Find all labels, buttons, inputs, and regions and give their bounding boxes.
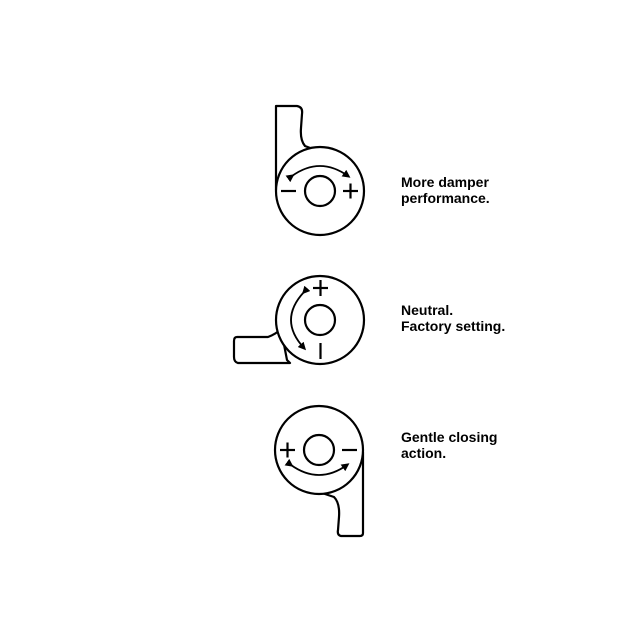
setting-label-line: action. bbox=[401, 445, 447, 461]
setting-label-line: performance. bbox=[401, 190, 490, 206]
damper-icon-gentle-closing bbox=[273, 404, 365, 538]
rotation-arrow-arc bbox=[285, 165, 351, 183]
setting-label-line: Factory setting. bbox=[401, 318, 506, 334]
damper-icon-neutral bbox=[232, 274, 366, 366]
rotation-arrow-arc bbox=[284, 458, 350, 476]
setting-label-neutral: Neutral. Factory setting. bbox=[401, 302, 505, 334]
setting-label-line: More damper bbox=[401, 174, 489, 190]
damper-hub bbox=[302, 433, 336, 467]
damper-hub bbox=[303, 303, 337, 337]
rotation-arrow-arc bbox=[290, 285, 311, 351]
setting-label-line: Neutral. bbox=[401, 302, 454, 318]
setting-label-more-damper: More damper performance. bbox=[401, 174, 490, 206]
damper-arm bbox=[232, 327, 292, 365]
damper-icon-more-performance bbox=[274, 104, 366, 237]
damper-hub bbox=[303, 174, 337, 208]
setting-label-gentle-closing: Gentle closing action. bbox=[401, 429, 497, 461]
setting-label-line: Gentle closing bbox=[401, 429, 498, 445]
